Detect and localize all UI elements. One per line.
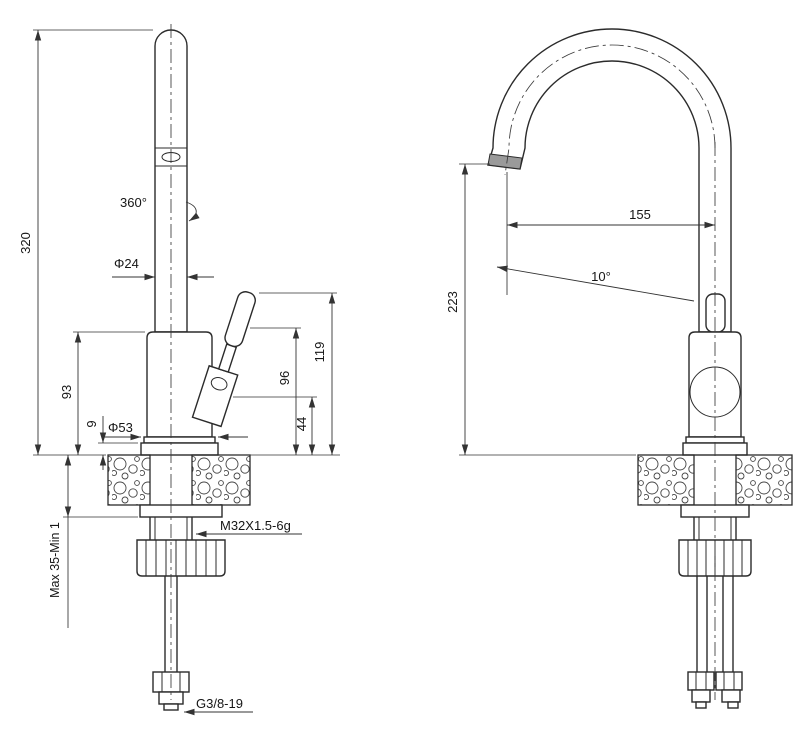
- dim-label-swivel: 360°: [120, 195, 147, 210]
- dim-label-spout-diameter: Φ24: [114, 256, 139, 271]
- dim-label-base-diameter: Φ53: [108, 420, 133, 435]
- dim-label-handle-top-height: 119: [312, 342, 327, 363]
- dim-body-height: 93: [59, 331, 145, 455]
- dim-spout-reach: 155: [506, 172, 715, 295]
- dim-label-spout-reach: 155: [629, 207, 651, 222]
- dim-base-step-height: 9: [84, 416, 138, 470]
- hose-connector-side-left: [687, 671, 715, 709]
- label-shank-thread: M32X1.5-6g: [196, 518, 302, 538]
- dim-outlet-angle: 10°: [496, 265, 695, 302]
- dim-label-handle-hub-height: 96: [277, 371, 292, 385]
- shank-thread-text: M32X1.5-6g: [220, 518, 291, 533]
- countertop-side-right: [735, 454, 793, 506]
- dim-handle-top-height: 119: [259, 292, 337, 455]
- supply-hose: [164, 576, 178, 672]
- dim-total-height: 320: [18, 29, 153, 456]
- dim-handle-hub-height: 96: [250, 327, 301, 455]
- front-view: 360° Φ24 320 93 9: [18, 24, 340, 716]
- dim-label-outlet-angle: 10°: [591, 269, 611, 284]
- dim-label-outlet-height: 223: [445, 291, 460, 313]
- dim-label-total-height: 320: [18, 232, 33, 254]
- countertop-side-left: [637, 454, 695, 506]
- faucet-body: [146, 331, 213, 438]
- hose-connector-side-right: [715, 671, 743, 709]
- threaded-shank: [149, 517, 193, 540]
- dim-label-cartridge-height: 44: [294, 417, 309, 431]
- supply-hoses-side: [696, 576, 734, 672]
- dim-mounting-thickness: Max 35-Min 1: [48, 455, 138, 628]
- faucet-body-side: [688, 331, 742, 438]
- handle: [191, 291, 256, 428]
- threaded-shank-side: [693, 517, 737, 540]
- mounting-nut-side: [678, 539, 752, 577]
- handle-pivot: [210, 377, 228, 391]
- base-step: [143, 436, 216, 444]
- gooseneck-centerline: [504, 44, 716, 176]
- countertop-right: [191, 454, 251, 506]
- side-view: 155 10° 223: [445, 28, 793, 709]
- aerator-band: [487, 153, 523, 170]
- dim-swivel: 360°: [120, 195, 200, 222]
- handle-knob: [224, 291, 256, 348]
- handle-knob-side: [705, 293, 726, 333]
- dim-outlet-height: 223: [445, 163, 636, 456]
- handle-stem: [217, 343, 238, 373]
- dim-base-diameter: Φ53: [104, 420, 248, 441]
- label-hose-thread: G3/8-19: [184, 696, 253, 716]
- dim-spout-diameter: Φ24: [112, 256, 214, 281]
- dim-label-base-step-height: 9: [84, 420, 99, 427]
- dim-label-body-height: 93: [59, 385, 74, 399]
- mounting-plate: [139, 504, 223, 518]
- dim-cartridge-height: 44: [233, 396, 317, 455]
- base-plinth: [140, 442, 219, 456]
- mounting-nut: [136, 539, 226, 577]
- dim-label-mounting-thickness: Max 35-Min 1: [48, 522, 62, 598]
- countertop-left: [107, 454, 151, 506]
- hose-thread-text: G3/8-19: [196, 696, 243, 711]
